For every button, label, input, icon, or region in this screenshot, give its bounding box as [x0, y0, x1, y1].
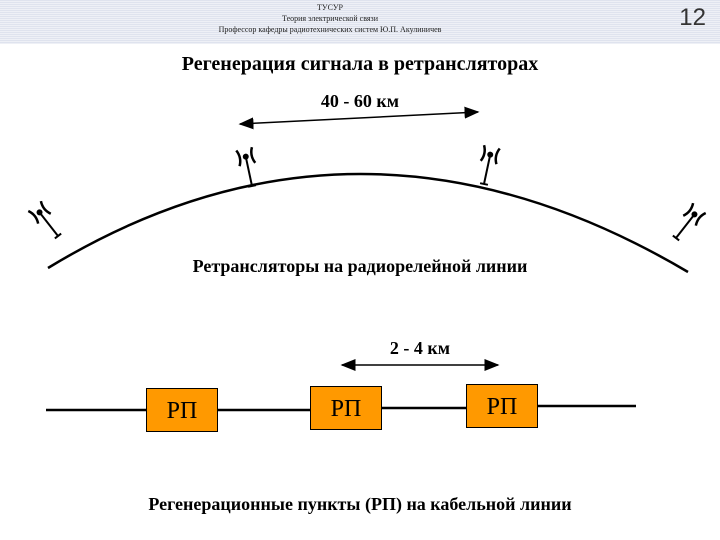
- relay-caption: Ретрансляторы на радиорелейной линии: [192, 256, 528, 276]
- rp-box: РП: [466, 384, 538, 428]
- earth-curvature-arc: [47, 172, 689, 274]
- antenna-icon: [479, 144, 501, 186]
- header-text: ТУСУР Теория электрической связи Професс…: [180, 2, 480, 35]
- rp-box: РП: [310, 386, 382, 430]
- antenna-icon: [672, 202, 707, 242]
- antenna-icon: [27, 200, 62, 240]
- header-course: Теория электрической связи: [281, 14, 378, 23]
- page-number: 12: [679, 4, 706, 31]
- relay-distance-label: 40 - 60 км: [320, 91, 400, 111]
- relay-distance-arrow: [238, 106, 480, 130]
- header-university: ТУСУР: [317, 3, 343, 12]
- slide-title: Регенерация сигнала в ретрансляторах: [181, 53, 539, 75]
- cable-distance-label: 2 - 4 км: [389, 338, 451, 358]
- cable-caption: Регенерационные пункты (РП) на кабельной…: [148, 494, 572, 514]
- rp-box: РП: [146, 388, 218, 432]
- header-band: [0, 0, 720, 44]
- header-author: Профессор кафедры радиотехнических систе…: [218, 25, 442, 34]
- antenna-icon: [235, 146, 257, 188]
